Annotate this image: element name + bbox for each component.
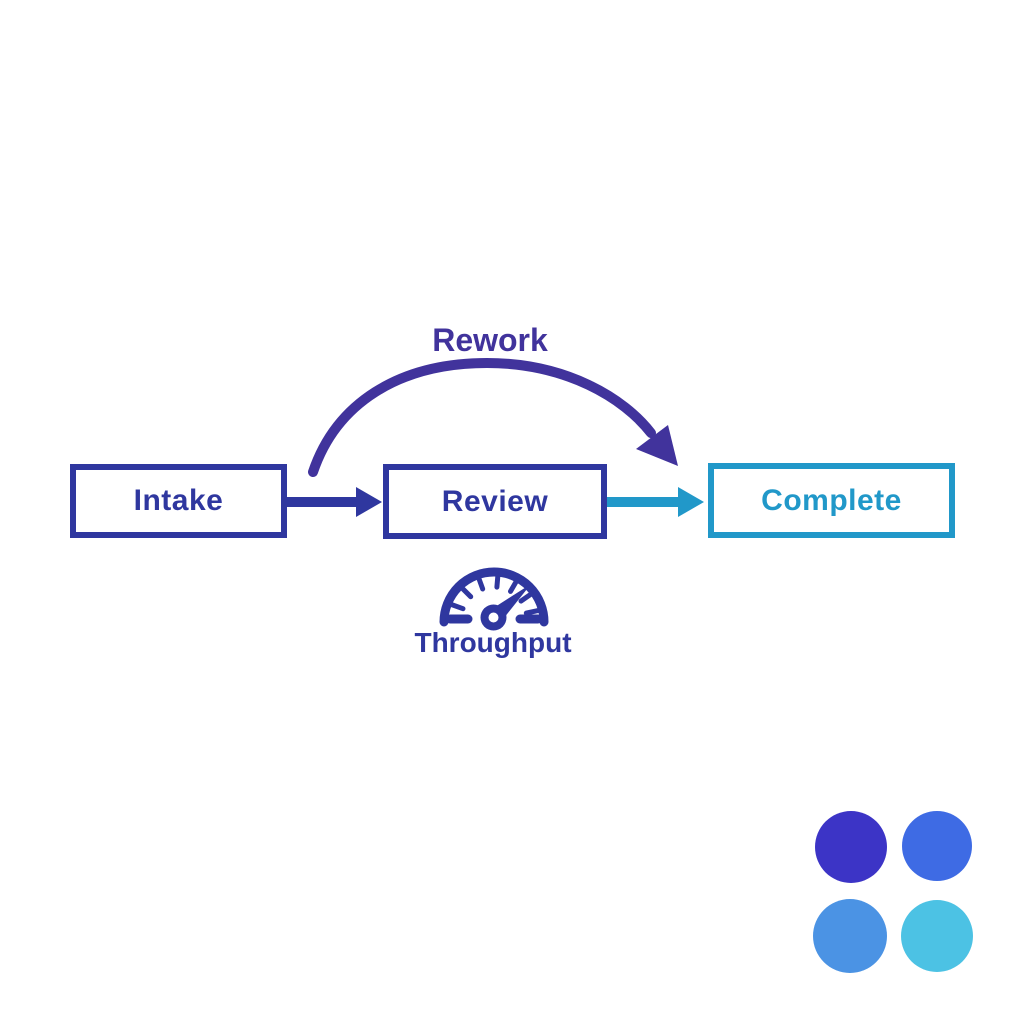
palette-dot-cyan (901, 900, 973, 972)
rework-label: Rework (432, 322, 548, 358)
arrow-review-to-complete-icon (607, 487, 704, 517)
gauge-icon (439, 567, 549, 631)
palette-dot-blue (902, 811, 972, 881)
rework-arrowhead-icon (636, 425, 678, 466)
rework-arc (308, 357, 656, 477)
arrow-intake-to-review-icon (287, 487, 382, 517)
node-complete: Complete (708, 463, 955, 538)
palette-dot-indigo (815, 811, 887, 883)
node-complete-label: Complete (761, 483, 902, 517)
node-review-label: Review (441, 484, 549, 518)
palette-dot-light-blue (813, 899, 887, 973)
node-intake: Intake (70, 464, 287, 538)
node-intake-label: Intake (133, 484, 224, 517)
node-review: Review (383, 464, 607, 539)
throughput-label: Throughput (414, 627, 572, 658)
